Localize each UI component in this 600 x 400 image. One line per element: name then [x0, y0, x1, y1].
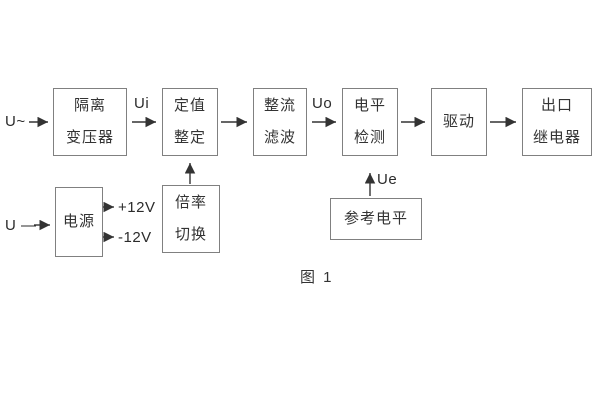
block-isolation-transformer: 隔离 变压器 [53, 88, 127, 156]
block-label: 整流 [263, 97, 296, 114]
block-label: 倍率 [174, 194, 207, 211]
signal-label-plus-12v: +12V [118, 199, 156, 216]
block-label: 滤波 [263, 129, 296, 146]
block-label: 驱动 [442, 113, 475, 130]
block-value-setting: 定值 整定 [162, 88, 218, 156]
signal-label-minus-12v: -12V [118, 229, 152, 246]
block-label: 电源 [62, 213, 95, 230]
block-label: 隔离 [73, 97, 106, 114]
block-power-supply: 电源 [55, 187, 103, 257]
block-ratio-switch: 倍率 切换 [162, 185, 220, 253]
signal-label-ac-input: U~ [5, 113, 26, 130]
figure-caption: 图 1 [300, 269, 334, 286]
block-label: 参考电平 [343, 210, 408, 227]
block-label: 整定 [173, 129, 206, 146]
block-reference-level: 参考电平 [330, 198, 422, 240]
block-rectifier-filter: 整流 滤波 [253, 88, 307, 156]
block-label: 继电器 [532, 129, 581, 146]
signal-label-uo: Uo [312, 95, 333, 112]
block-label: 切换 [174, 226, 207, 243]
block-output-relay: 出口 继电器 [522, 88, 592, 156]
signal-label-dc-input: U — [5, 217, 37, 234]
signal-label-ui: Ui [134, 95, 150, 112]
block-label: 检测 [353, 129, 386, 146]
block-label: 定值 [173, 97, 206, 114]
block-level-detection: 电平 检测 [342, 88, 398, 156]
block-label: 出口 [540, 97, 573, 114]
block-label: 电平 [353, 97, 386, 114]
block-drive: 驱动 [431, 88, 487, 156]
signal-label-ue: Ue [377, 171, 398, 188]
block-label: 变压器 [65, 129, 114, 146]
